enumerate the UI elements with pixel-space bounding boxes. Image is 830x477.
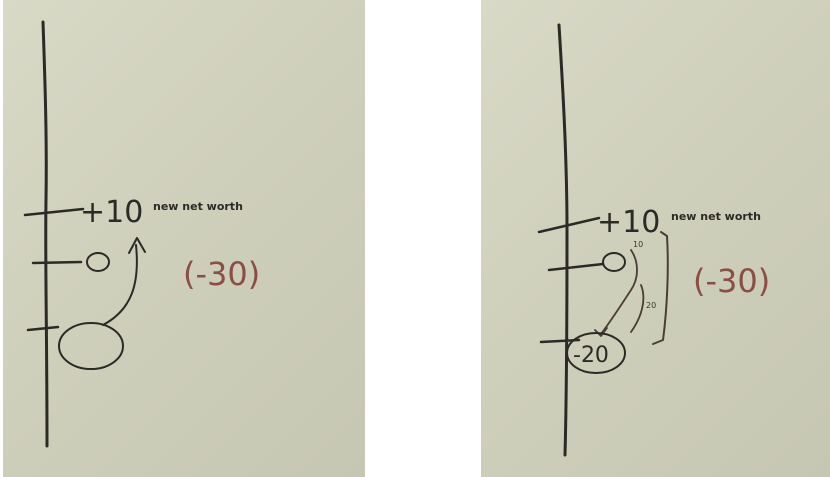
label-new-net-worth: new net worth [153,200,243,213]
label-result: -20 [573,343,609,368]
tick-lower [26,325,60,332]
label-plus10: +10 [80,195,143,230]
label-change: (-30) [183,255,260,293]
zero-circle [602,252,626,272]
label-change: (-30) [693,262,770,300]
result-circle [566,332,626,374]
tick-plus10 [23,207,85,217]
label-new-net-worth: new net worth [671,210,761,223]
whiteboard-photo-left: +10 new net worth (-30) [3,0,365,477]
label-plus10: +10 [597,205,660,240]
label-step-10: 10 [633,240,643,249]
empty-result-circle [58,322,124,370]
tick-plus10 [537,216,601,234]
whiteboard-photo-right: +10 new net worth (-30) -20 10 20 [481,0,830,477]
whiteboard-drawing-right: +10 new net worth (-30) -20 10 20 [537,23,770,457]
arrow-head [594,327,608,337]
step-arrow-2 [630,284,645,333]
bracket [652,231,669,345]
tick-zero [31,260,83,265]
curved-arrow [102,244,138,326]
step-arrow-1 [600,249,638,335]
tick-zero [547,262,605,272]
arrow-head [128,237,146,254]
number-line [557,23,569,457]
zero-circle [86,252,110,272]
whiteboard-drawing-left: +10 new net worth (-30) [23,20,260,448]
number-line [41,20,49,448]
label-step-20: 20 [646,301,656,310]
